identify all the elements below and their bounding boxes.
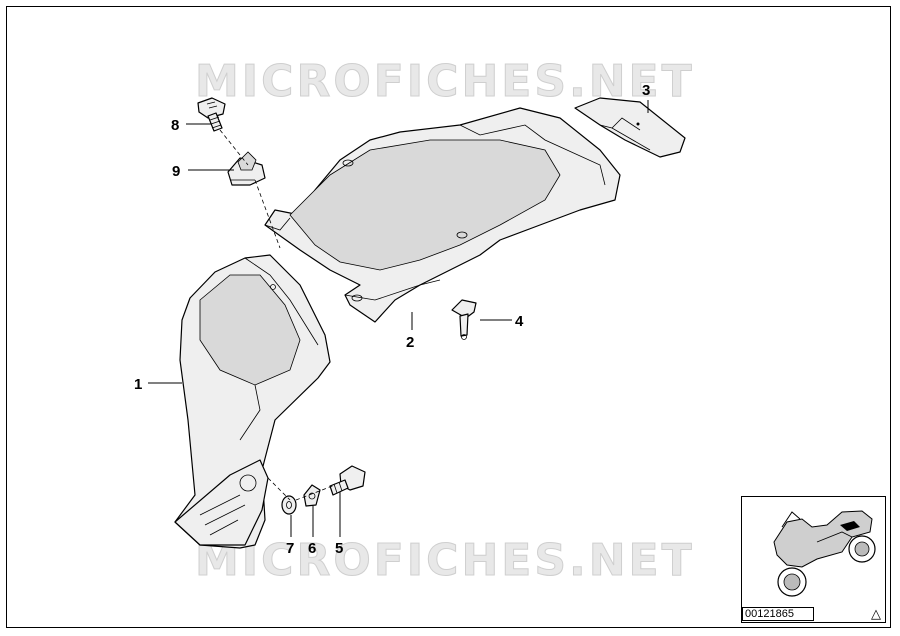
part-4-rivet[interactable] — [451, 299, 477, 340]
part-5-bolt[interactable] — [329, 465, 366, 496]
callout-3[interactable]: 3 — [642, 82, 650, 99]
part-8-screw[interactable] — [197, 97, 226, 132]
assembly-line-8-9 — [219, 129, 249, 166]
assembly-line-1-7 — [267, 477, 291, 501]
part-9-clip-nut[interactable] — [227, 151, 266, 186]
callout-2[interactable]: 2 — [406, 334, 414, 351]
warning-triangle-icon: △ — [871, 606, 881, 621]
part-7-washer[interactable] — [281, 495, 297, 515]
part-3-cover-plate[interactable] — [574, 97, 686, 158]
callout-4[interactable]: 4 — [515, 313, 524, 330]
part-2-rear-cover[interactable] — [264, 107, 621, 323]
part-6-lock-washer[interactable] — [303, 484, 321, 507]
callout-6[interactable]: 6 — [308, 540, 316, 557]
motorcycle-thumbnail[interactable] — [741, 496, 886, 623]
diagram-frame — [6, 6, 891, 628]
assembly-line-9-2 — [254, 179, 281, 249]
callout-5[interactable]: 5 — [335, 540, 343, 557]
watermark-bottom: MICROFICHES.NET — [195, 535, 695, 586]
callout-9[interactable]: 9 — [172, 163, 180, 180]
diagram-number: 00121865 — [742, 607, 814, 621]
callout-8[interactable]: 8 — [171, 117, 179, 134]
part-1-side-panel[interactable] — [174, 254, 331, 549]
watermark-top: MICROFICHES.NET — [195, 56, 695, 107]
callout-7[interactable]: 7 — [286, 540, 294, 557]
callout-1[interactable]: 1 — [134, 376, 142, 393]
motorcycle-icon — [773, 510, 876, 597]
